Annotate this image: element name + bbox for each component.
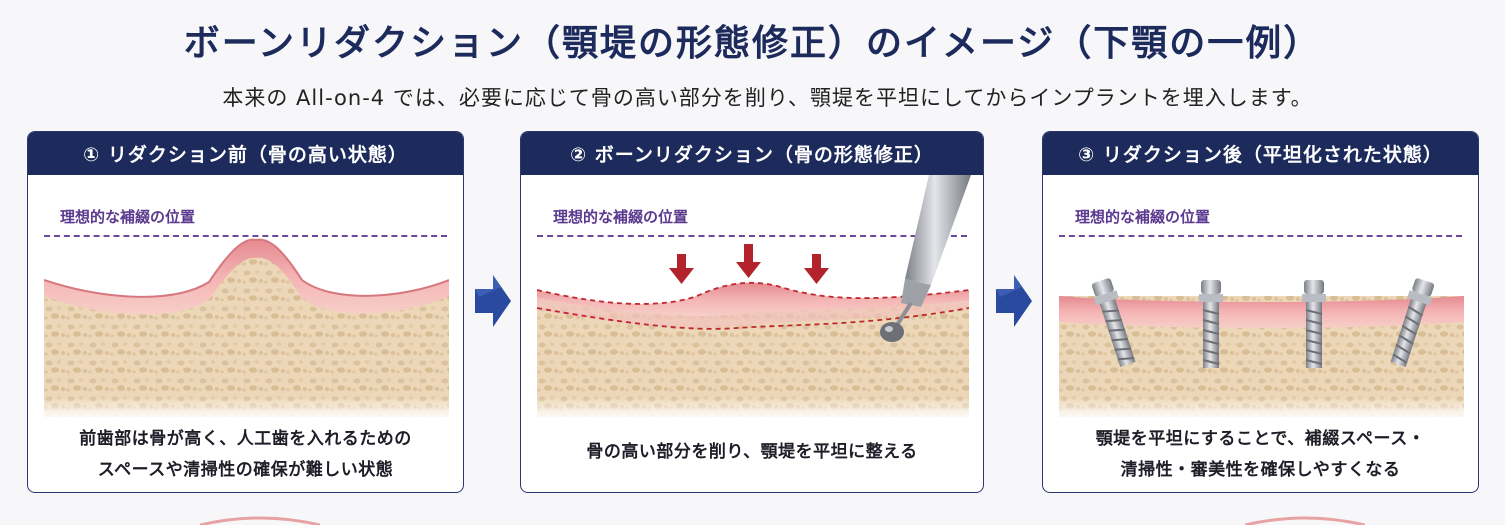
panel-caption: 前歯部は骨が高く、人工歯を入れるための スペースや清掃性の確保が難しい状態 [79, 429, 412, 480]
downward-force-arrow-icon [804, 254, 829, 284]
ridge-illustration-after [1059, 278, 1464, 417]
ideal-position-line [537, 235, 967, 237]
dental-implant-icon [1199, 280, 1223, 368]
ideal-position-line [1059, 235, 1462, 237]
ideal-position-label: 理想的な補綴の位置 [60, 208, 196, 226]
ideal-position-label: 理想的な補綴の位置 [1075, 208, 1211, 226]
panel-header: ③ リダクション後（平坦化された状態） [1043, 132, 1478, 175]
panel-header: ② ボーンリダクション（骨の形態修正） [521, 132, 983, 175]
panel-bone-reduction: ② ボーンリダクション（骨の形態修正） 理想的な補綴の位置 骨の高い部分を削り、… [520, 131, 984, 493]
ideal-position-label: 理想的な補綴の位置 [553, 208, 689, 226]
dental-implant-icon [1302, 280, 1326, 368]
page-title: ボーンリダクション（顎堤の形態修正）のイメージ（下顎の一例） [183, 23, 1322, 64]
decorative-arc [1245, 516, 1365, 525]
panel-caption: 顎堤を平坦にすることで、補綴スペース・ 清掃性・審美性を確保しやすくなる [1095, 429, 1426, 480]
downward-force-arrow-icon [669, 254, 694, 284]
panel-after-reduction: ③ リダクション後（平坦化された状態） 理想的な補綴の位置 [1042, 131, 1479, 493]
ideal-position-line [44, 235, 447, 237]
panel-before-reduction: ① リダクション前（骨の高い状態） 理想的な補綴の位置 前歯部は骨が高く、人工歯… [27, 131, 464, 493]
panel-caption: 骨の高い部分を削り、顎堤を平坦に整える [586, 442, 918, 462]
ridge-illustration-before [44, 238, 449, 417]
surgical-bur-icon [880, 175, 971, 342]
process-arrow-icon [475, 275, 511, 327]
dental-implant-icon [1091, 278, 1136, 367]
page-subtitle: 本来の All-on-4 では、必要に応じて骨の高い部分を削り、顎堤を平坦にして… [222, 86, 1313, 110]
panel-header: ① リダクション前（骨の高い状態） [28, 132, 463, 175]
downward-force-arrow-icon [736, 244, 761, 278]
ridge-illustration-reduction [537, 244, 969, 417]
process-arrow-icon [996, 275, 1032, 327]
dental-implant-icon [1390, 278, 1435, 367]
decorative-arc [200, 516, 320, 525]
